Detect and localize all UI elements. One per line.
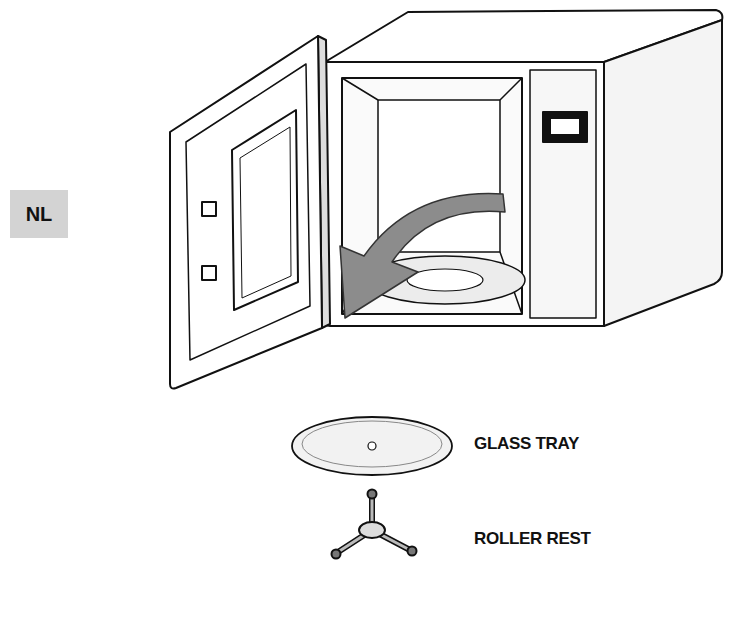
control-panel — [530, 70, 596, 318]
door-latch — [202, 202, 216, 216]
language-code: NL — [26, 203, 53, 226]
language-tab: NL — [10, 190, 68, 238]
roller-rest — [332, 490, 417, 559]
door-latch — [202, 266, 216, 280]
door-window — [232, 110, 298, 310]
removal-arrow — [340, 194, 505, 318]
oven-door — [170, 36, 322, 389]
display — [543, 112, 587, 142]
part-name: GLASS TRAY — [474, 434, 579, 454]
oven-front — [325, 62, 604, 326]
oven-side — [604, 20, 722, 326]
part-name: ROLLER REST — [474, 529, 591, 549]
glass-tray — [292, 417, 452, 475]
